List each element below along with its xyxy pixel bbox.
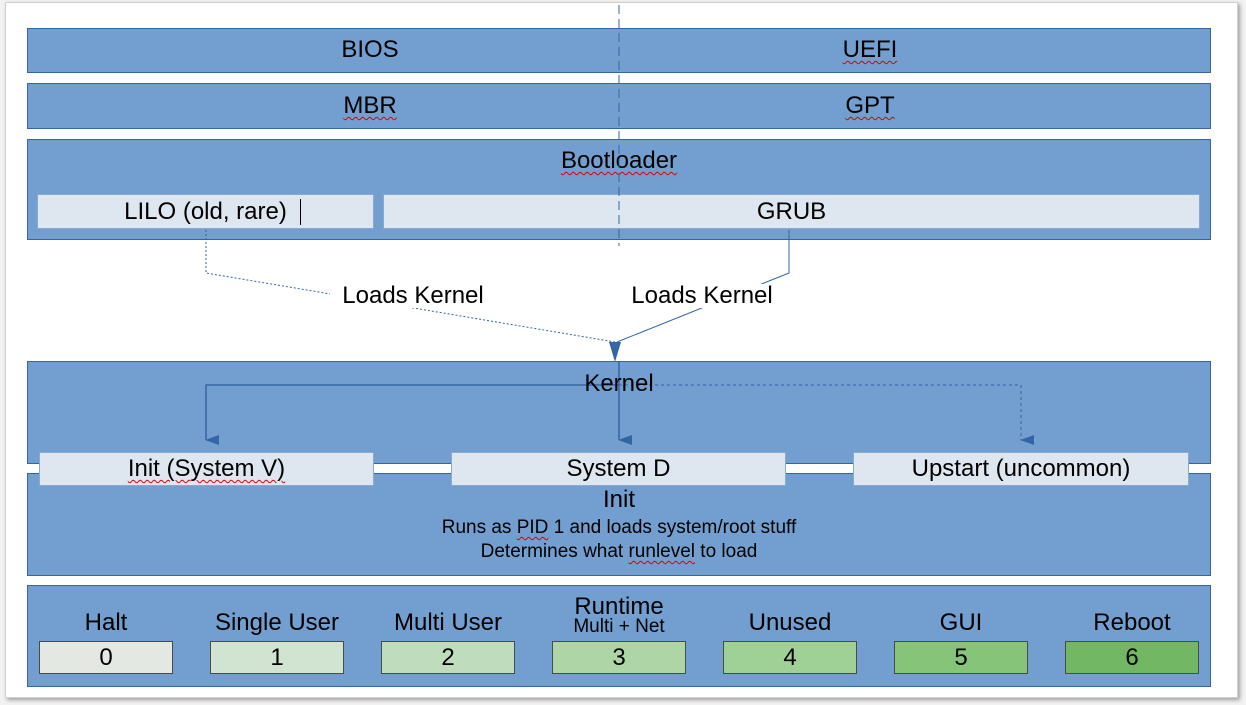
- kernel-title: Kernel: [584, 370, 654, 397]
- kernel-entry-arrowhead: [609, 342, 621, 362]
- init-line-2-post: to load: [695, 541, 758, 562]
- init-line-1-pre: Runs as: [441, 517, 517, 538]
- runlevel-label-3: Multi + Net: [573, 616, 665, 637]
- runlevel-label-1: Single User: [214, 609, 340, 636]
- kernel-to-upstart-line: [619, 384, 1034, 445]
- text-cursor: [300, 199, 301, 225]
- init-line-2-pre: Determines what: [480, 541, 629, 562]
- mbr-label: MBR: [270, 94, 470, 118]
- loads-kernel-label-right: Loads Kernel: [619, 284, 785, 308]
- kernel-to-init-line: [205, 384, 619, 445]
- lilo-box: LILO (old, rare): [37, 194, 374, 229]
- init-line-2: Determines what runlevel to load: [319, 542, 919, 561]
- init-line-1: Runs as PID 1 and loads system/root stuf…: [319, 518, 919, 537]
- bios-label: BIOS: [341, 36, 399, 63]
- runlevel-box-3: 3: [552, 641, 686, 674]
- runlevel-box-6: 6: [1065, 641, 1199, 674]
- runlevel-label-0: Halt: [84, 609, 128, 636]
- runlevel-box-5: 5: [894, 641, 1028, 674]
- init-sysv-box: Init (System V): [39, 452, 374, 486]
- pid-word: PID: [516, 517, 549, 538]
- gpt-label: GPT: [770, 94, 970, 118]
- runlevel-label-2: Multi User: [393, 609, 502, 636]
- runlevel-box-1: 1: [210, 641, 344, 674]
- runlevel-box-0: 0: [39, 641, 173, 674]
- runlevel-word: runlevel: [628, 541, 696, 562]
- init-line-1-post: 1 and loads system/root stuff: [548, 517, 797, 538]
- runtime-title: Runtime: [574, 593, 664, 620]
- upstart-box: Upstart (uncommon): [853, 452, 1189, 486]
- runlevel-label-5: GUI: [939, 609, 983, 636]
- runlevel-box-2: 2: [381, 641, 515, 674]
- runlevel-box-4: 4: [723, 641, 857, 674]
- grub-box: GRUB: [383, 194, 1200, 229]
- init-band: [27, 473, 1211, 576]
- gpt-text: GPT: [845, 92, 895, 119]
- mbr-text: MBR: [343, 92, 397, 119]
- uefi-label: UEFI: [770, 38, 970, 62]
- systemd-box: System D: [451, 452, 786, 486]
- loads-kernel-label-left: Loads Kernel: [330, 284, 496, 308]
- init-title: Init: [602, 486, 635, 513]
- uefi-text: UEFI: [842, 36, 898, 63]
- runlevel-label-6: Reboot: [1093, 609, 1171, 636]
- runlevel-label-4: Unused: [748, 609, 832, 636]
- init-sysv-text: Init (System V): [127, 455, 286, 482]
- grub-kernel-connector: [616, 230, 790, 343]
